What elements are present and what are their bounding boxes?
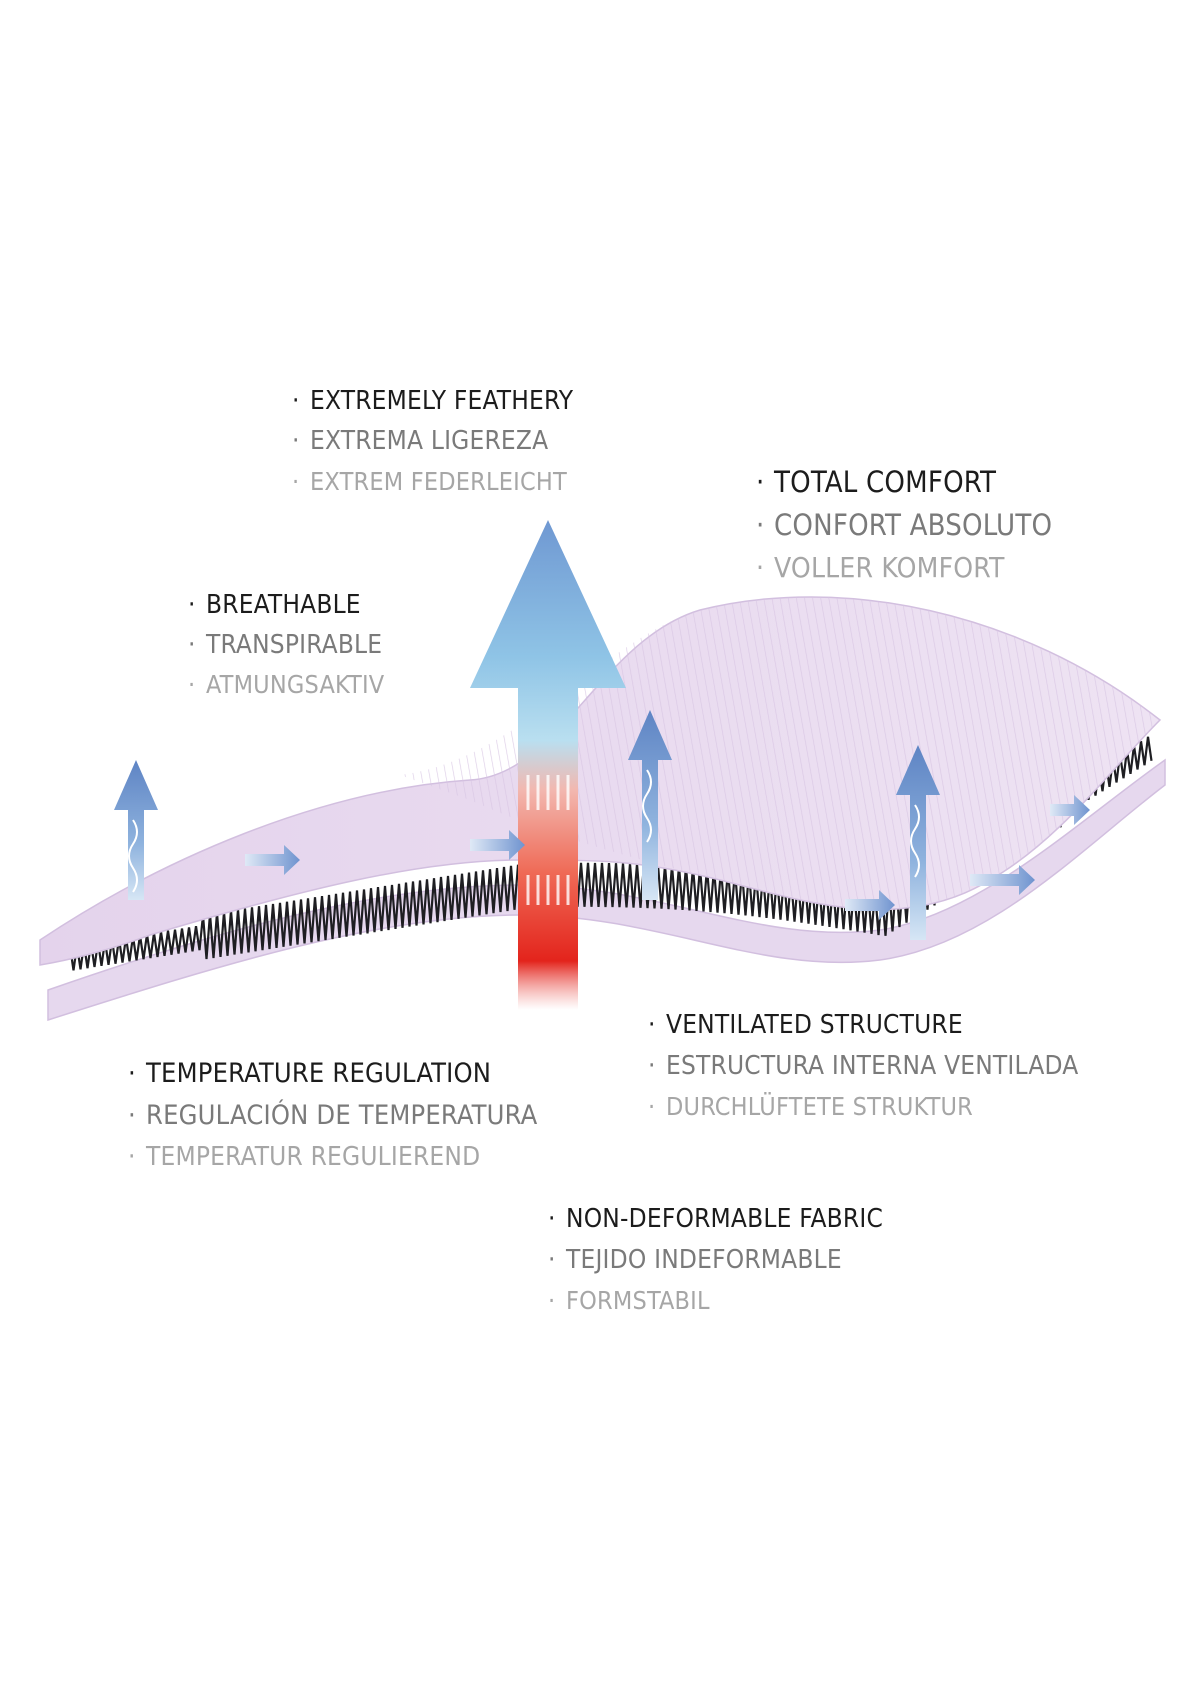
right-arrow-icon: [845, 890, 895, 920]
comfort-en: TOTAL COMFORT: [774, 465, 997, 499]
bullet-icon: ·: [548, 1286, 556, 1315]
label-ventilated-structure: · VENTILATED STRUCTURE · ESTRUCTURA INTERN…: [648, 1012, 1079, 1119]
bullet-icon: ·: [128, 1100, 136, 1131]
feathery-de: EXTREM FEDERLEICHT: [310, 467, 567, 496]
right-arrow-icon: [245, 845, 300, 875]
fabric-es: TEJIDO INDEFORMABLE: [566, 1245, 842, 1275]
bullet-icon: ·: [292, 467, 300, 496]
breathable-es: TRANSPIRABLE: [206, 630, 383, 660]
bullet-icon: ·: [292, 426, 300, 456]
feathery-en: EXTREMELY FEATHERY: [310, 386, 574, 416]
bullet-icon: ·: [648, 1010, 656, 1040]
right-arrow-icon: [1050, 795, 1090, 825]
up-arrow-icon: [628, 710, 672, 900]
up-arrow-icon: [896, 745, 940, 940]
label-extremely-feathery: · EXTREMELY FEATHERY · EXTREMA LIGEREZA · E…: [292, 388, 573, 494]
fabric-de: FORMSTABIL: [566, 1286, 710, 1315]
comfort-es: CONFORT ABSOLUTO: [774, 508, 1053, 542]
up-arrow-icon: [114, 710, 940, 940]
feathery-es: EXTREMA LIGEREZA: [310, 426, 549, 456]
bullet-icon: ·: [128, 1058, 136, 1089]
ventilated-es: ESTRUCTURA INTERNA VENTILADA: [666, 1051, 1079, 1081]
bullet-icon: ·: [548, 1245, 556, 1275]
bullet-icon: ·: [128, 1142, 136, 1172]
fabric-en: NON-DEFORMABLE FABRIC: [566, 1204, 883, 1234]
bullet-icon: ·: [648, 1092, 656, 1121]
right-arrow-icon: [245, 795, 1090, 920]
label-non-deformable-fabric: · NON-DEFORMABLE FABRIC · TEJIDO INDEFORMA…: [548, 1206, 883, 1313]
bullet-icon: ·: [292, 386, 300, 416]
ventilated-de: DURCHLÜFTETE STRUKTUR: [666, 1092, 974, 1121]
heat-flow-arrow-stripes: [526, 775, 570, 905]
label-temperature-regulation: · TEMPERATURE REGULATION · REGULACIÓN DE T…: [128, 1060, 537, 1170]
label-breathable: · BREATHABLE · TRANSPIRABLE · ATMUNGSAKTIV: [188, 592, 384, 697]
ventilated-en: VENTILATED STRUCTURE: [666, 1010, 963, 1040]
bullet-icon: ·: [756, 551, 765, 584]
label-total-comfort: · TOTAL COMFORT · CONFORT ABSOLUTO · VOLLER…: [756, 468, 1052, 582]
right-arrow-icon: [470, 830, 525, 860]
bullet-icon: ·: [756, 508, 765, 542]
bullet-icon: ·: [188, 590, 196, 620]
up-arrow-icon: [114, 760, 158, 900]
bullet-icon: ·: [188, 670, 196, 699]
bullet-icon: ·: [548, 1204, 556, 1234]
temperature-de: TEMPERATUR REGULIEREND: [146, 1142, 481, 1172]
temperature-en: TEMPERATURE REGULATION: [146, 1058, 492, 1089]
heat-flow-arrow: [470, 520, 626, 1010]
right-arrow-icon: [970, 865, 1035, 895]
breathable-de: ATMUNGSAKTIV: [206, 670, 385, 699]
bullet-icon: ·: [188, 630, 196, 660]
temperature-es: REGULACIÓN DE TEMPERATURA: [146, 1100, 538, 1131]
comfort-de: VOLLER KOMFORT: [774, 551, 1005, 584]
bullet-icon: ·: [756, 465, 765, 499]
breathable-en: BREATHABLE: [206, 590, 361, 620]
bullet-icon: ·: [648, 1051, 656, 1081]
